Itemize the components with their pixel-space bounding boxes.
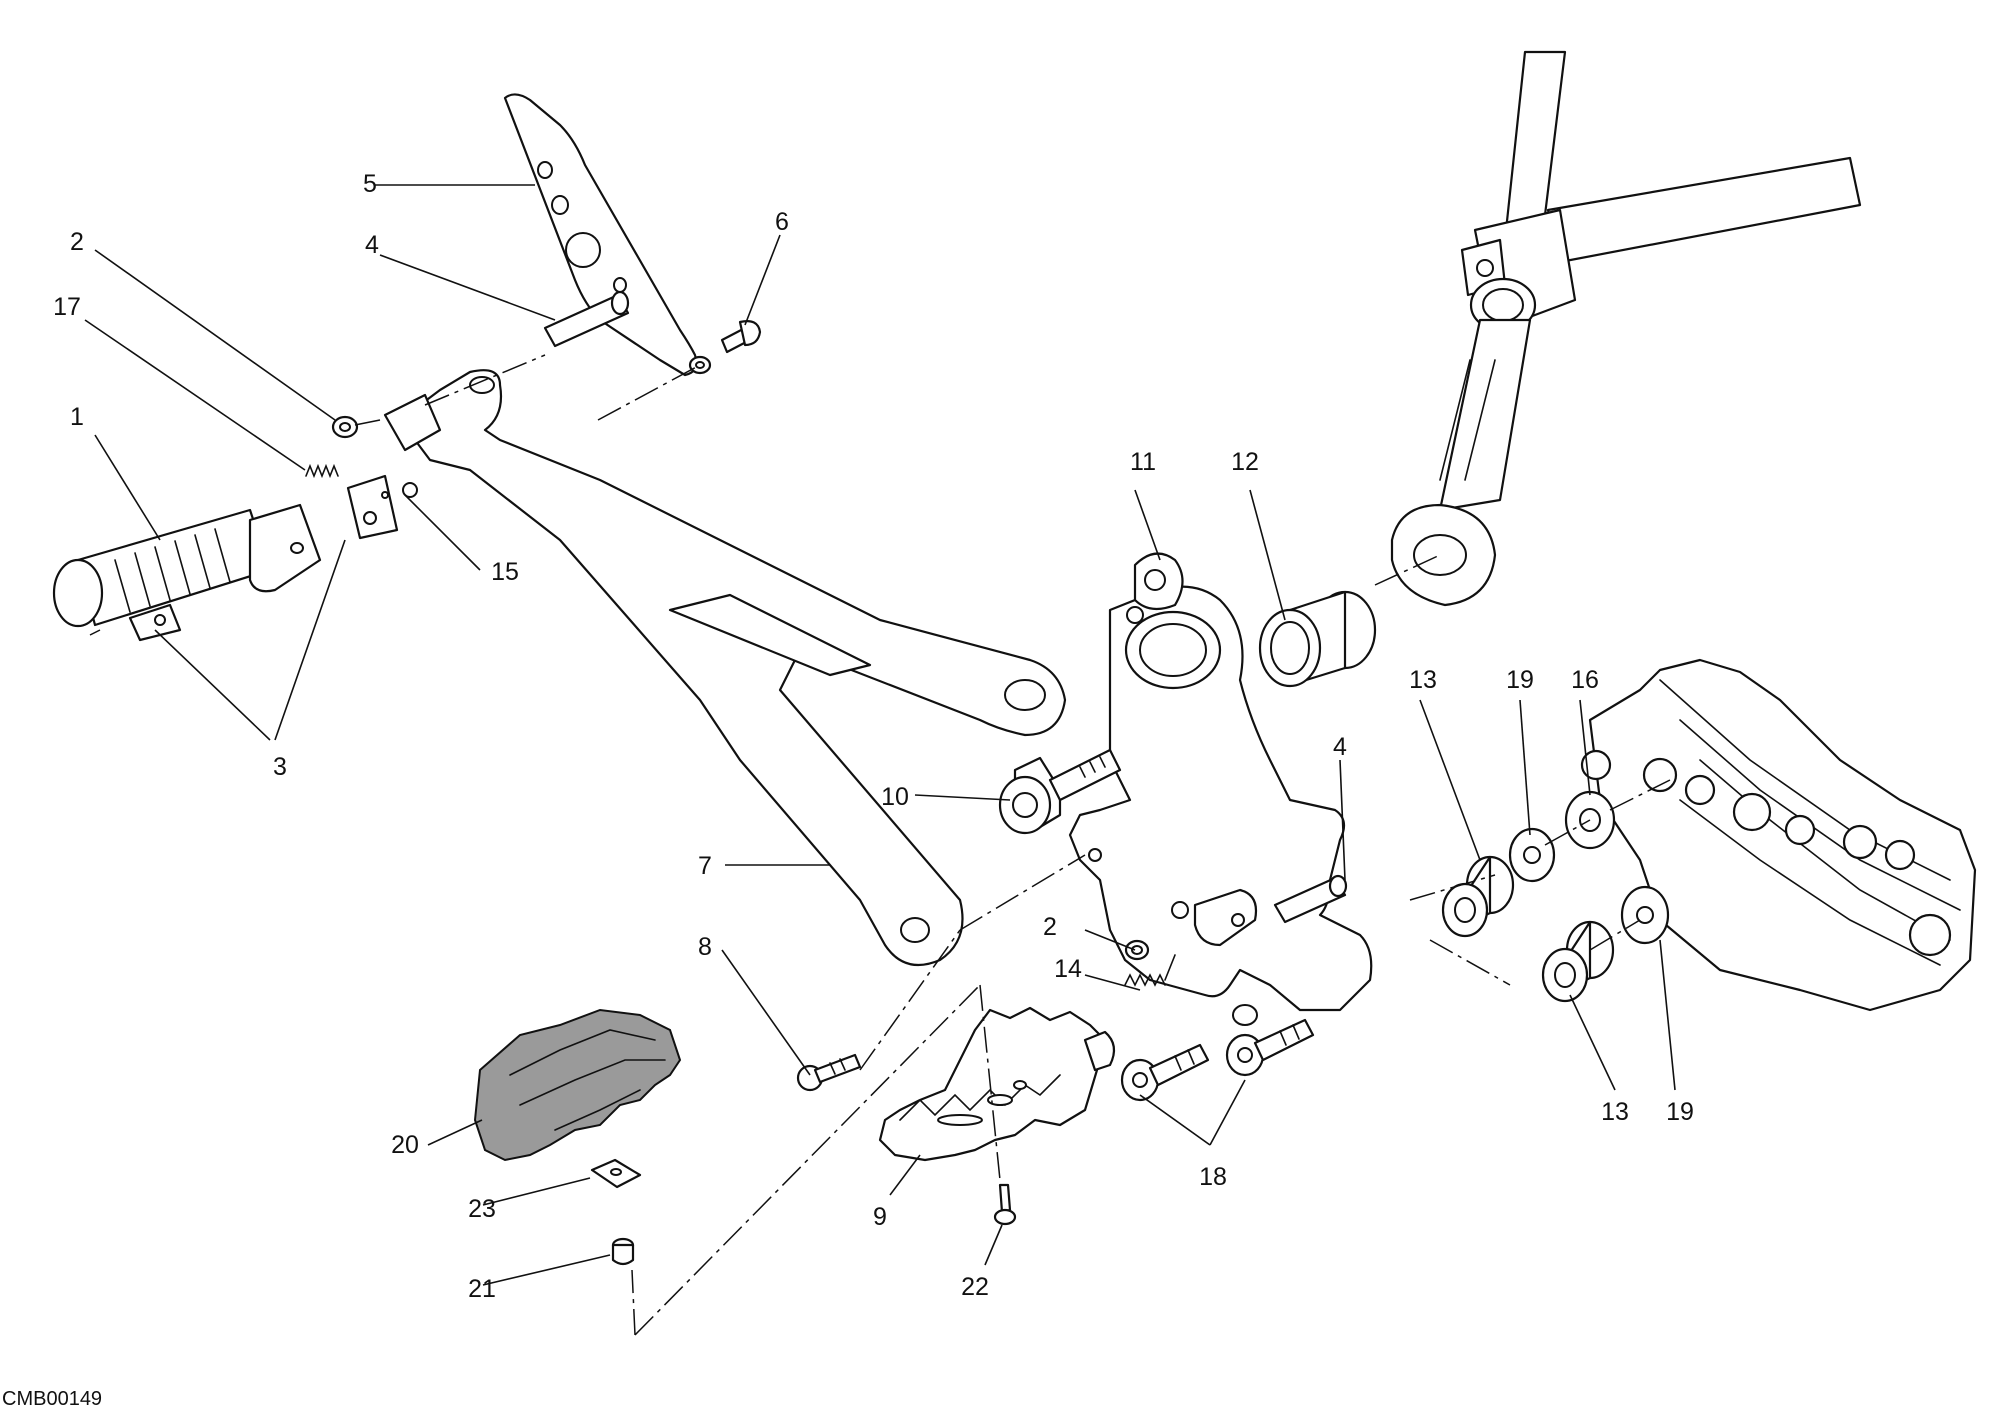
callout-18: 18 (1199, 1163, 1227, 1191)
callout-12: 12 (1231, 448, 1259, 476)
callout-2-front: 2 (1043, 913, 1057, 941)
plate-23 (590, 1158, 642, 1189)
callout-19-upper: 19 (1506, 666, 1534, 694)
callout-7: 7 (698, 852, 712, 880)
callout-14: 14 (1054, 955, 1082, 983)
washer-19-lower (1620, 885, 1670, 945)
screw-heel-guard (720, 320, 762, 354)
callout-21: 21 (468, 1275, 496, 1303)
washer-19-upper (1508, 827, 1556, 883)
circlip-lower (1124, 939, 1150, 961)
frame-tube (1390, 50, 1862, 607)
callout-16: 16 (1571, 666, 1599, 694)
bolt-10 (998, 748, 1122, 835)
screw-22 (993, 1183, 1017, 1226)
spacer-21 (611, 1237, 635, 1266)
rear-footpeg-ball (402, 482, 418, 498)
callout-11: 11 (1130, 448, 1156, 476)
callout-15: 15 (491, 558, 519, 586)
leader-lines (84, 184, 1676, 1286)
rear-footpeg-spring (305, 463, 339, 479)
callout-13-upper: 13 (1409, 666, 1437, 694)
pin-upper (543, 290, 630, 348)
screw-18-left (1120, 1043, 1210, 1102)
callout-10: 10 (881, 783, 909, 811)
callout-6: 6 (775, 208, 789, 236)
callout-1: 1 (70, 403, 84, 431)
callout-5: 5 (363, 170, 377, 198)
callout-4-lower: 4 (1333, 733, 1347, 761)
engine-casing (1580, 658, 1977, 1012)
callout-23: 23 (468, 1195, 496, 1223)
circlip-rear (331, 415, 359, 439)
footpeg-9 (878, 1006, 1116, 1162)
rubber-pad-20 (473, 1008, 682, 1162)
callout-13-lower: 13 (1601, 1098, 1629, 1126)
callout-19-lower: 19 (1666, 1098, 1694, 1126)
bushing-13-lower (1541, 920, 1615, 1003)
callout-3: 3 (273, 753, 287, 781)
pin-lower (1273, 874, 1348, 924)
callout-4-upper: 4 (365, 231, 379, 259)
bushing-12 (1258, 590, 1377, 688)
rear-footpeg-holder (383, 369, 1067, 967)
spring-14 (1124, 954, 1176, 987)
rear-footpeg-rubber (52, 503, 322, 642)
bushing-13-upper (1441, 855, 1515, 938)
heel-guard (503, 93, 712, 377)
rear-footpeg-bracket (346, 474, 399, 540)
callout-8: 8 (698, 933, 712, 961)
callout-20: 20 (391, 1131, 419, 1159)
callout-22: 22 (961, 1273, 989, 1301)
callout-17: 17 (53, 293, 81, 321)
assembly-lines (89, 354, 1671, 1336)
screw-18-right (1225, 1018, 1315, 1077)
callout-9: 9 (873, 1203, 887, 1231)
screw-8 (796, 1053, 862, 1092)
callouts: 1 2 2 3 4 4 5 6 7 8 9 10 11 12 13 13 14 … (53, 170, 1694, 1303)
callout-2-rear: 2 (70, 228, 84, 256)
drawing-code: CMB00149 (2, 1388, 102, 1410)
